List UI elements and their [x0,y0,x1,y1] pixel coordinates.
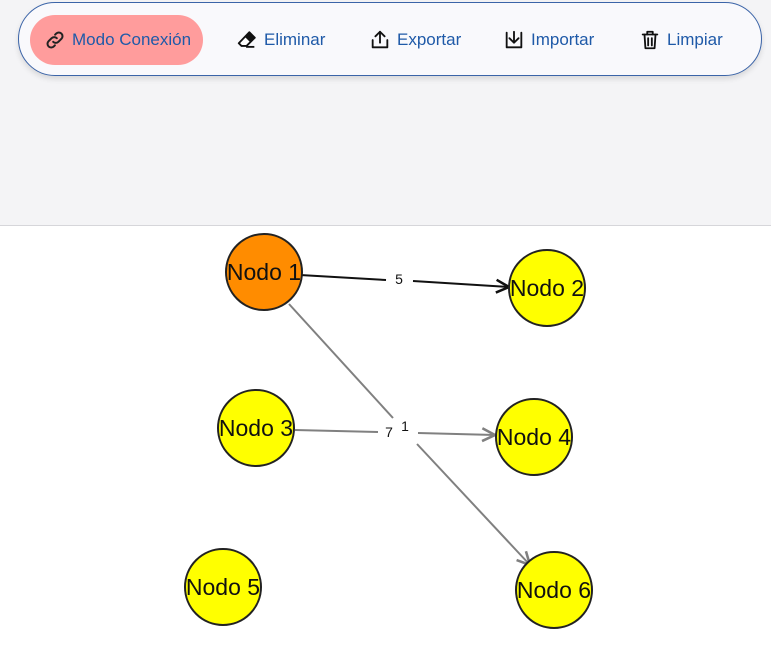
toolbar: Modo Conexión Eliminar Exportar [18,2,762,76]
graph-node[interactable]: Nodo 4 [495,398,573,476]
export-label: Exportar [397,30,462,49]
eraser-icon [236,29,258,51]
clear-label: Limpiar [667,30,723,49]
delete-button[interactable]: Eliminar [236,15,325,65]
node-label: Nodo 4 [497,424,571,450]
edge-weight-label: 1 [401,418,409,434]
edge-n1-n2[interactable]: 5 [299,271,509,287]
graph-node[interactable]: Nodo 5 [184,548,262,626]
import-label: Importar [531,30,595,49]
connect-mode-label: Modo Conexión [72,30,192,49]
edge-n3-n4[interactable]: 7 [294,424,495,440]
graph-node[interactable]: Nodo 3 [217,389,295,467]
connect-mode-button[interactable]: Modo Conexión [30,15,204,65]
clear-button[interactable]: Limpiar [639,15,723,65]
graph-node[interactable]: Nodo 2 [508,249,586,327]
edge-n1-n6[interactable]: 1 [288,303,530,565]
upload-icon [369,29,391,51]
import-button[interactable]: Importar [503,15,594,65]
edge-weight-label: 7 [385,424,393,440]
toolbar-area: Modo Conexión Eliminar Exportar [0,0,771,226]
node-label: Nodo 1 [227,259,301,285]
trash-icon [639,29,661,51]
download-icon [503,29,525,51]
graph-svg[interactable]: 5 7 1 Nodo 1 Nodo 2 Nodo 3 Nod [0,226,771,666]
node-label: Nodo 3 [219,415,293,441]
graph-node[interactable]: Nodo 6 [515,551,593,629]
node-label: Nodo 5 [186,574,260,600]
link-icon [44,29,66,51]
export-button[interactable]: Exportar [369,15,461,65]
graph-canvas[interactable]: 5 7 1 Nodo 1 Nodo 2 Nodo 3 Nod [0,226,771,666]
delete-label: Eliminar [264,30,326,49]
node-label: Nodo 2 [510,275,584,301]
graph-node[interactable]: Nodo 1 [225,233,303,311]
edge-weight-label: 5 [395,271,403,287]
node-label: Nodo 6 [517,577,591,603]
